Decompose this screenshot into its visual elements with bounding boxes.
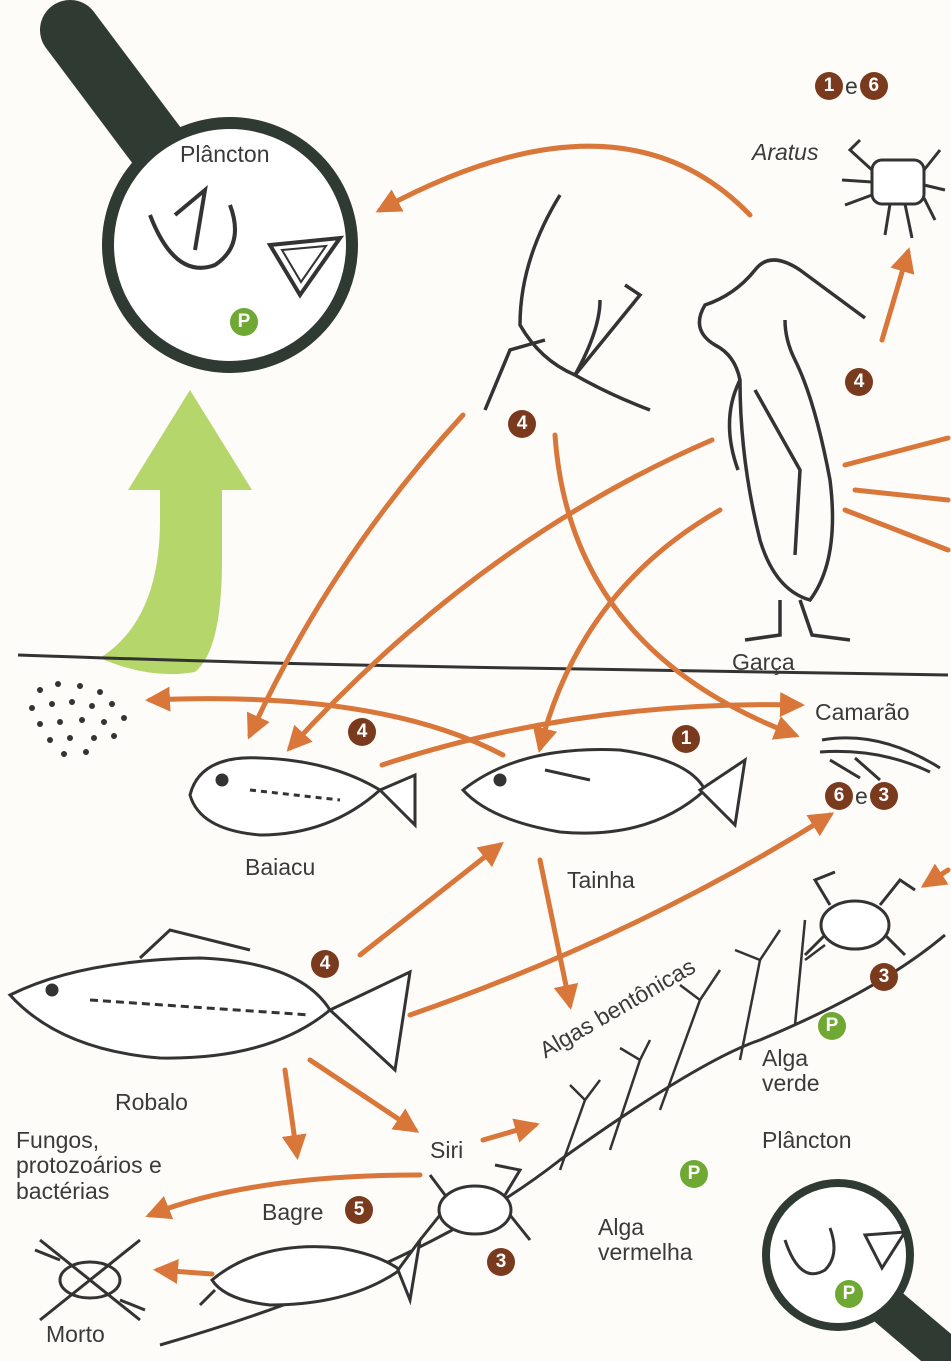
- morto-label: Morto: [46, 1322, 105, 1347]
- arrow-bird-to-camarao: [555, 435, 795, 735]
- producer-badge: P: [818, 1012, 846, 1040]
- magnifier-small-icon: [766, 1183, 945, 1355]
- arrow-bagre-to-morto: [158, 1270, 212, 1274]
- crab-right-badge: 3: [870, 963, 898, 991]
- tainha-fish-icon: [463, 750, 745, 834]
- arrow-garca-to-aratus: [882, 252, 908, 340]
- crab-right-icon: [805, 872, 915, 955]
- trophic-level-badge: 6: [860, 72, 888, 100]
- arrow-garca-to-plancton: [380, 146, 750, 215]
- robalo-label: Robalo: [115, 1090, 188, 1115]
- baiacu-badge: 4: [348, 718, 376, 746]
- tainha-badge: 1: [672, 725, 700, 753]
- alga-verde-label: Alga verde: [762, 1046, 852, 1097]
- baiacu-fish-icon: [190, 758, 415, 835]
- badge-joiner: e: [855, 783, 868, 810]
- robalo-fish-icon: [10, 930, 410, 1070]
- aratus-badge-pair: 1 e 6: [815, 72, 888, 100]
- producer-badge: P: [680, 1160, 708, 1188]
- light-green-arrow-icon: [100, 390, 252, 674]
- plancton-top-label: Plâncton: [180, 142, 270, 167]
- siri-crab-icon: [420, 1165, 530, 1240]
- arrow-robalo-to-tainha: [360, 845, 500, 955]
- arrow-garca-to-baiacu: [290, 440, 712, 748]
- producer-badge: P: [835, 1280, 863, 1308]
- trophic-level-badge: 1: [815, 72, 843, 100]
- garca-label: Garça: [732, 650, 795, 675]
- plancton-bottom-label: Plâncton: [762, 1128, 852, 1153]
- arrow-tainha-to-algas: [540, 860, 570, 1005]
- bird-badge: 4: [508, 410, 536, 438]
- camarao-label: Camarão: [815, 700, 910, 725]
- arrow-edge-crab: [925, 870, 948, 885]
- aratus-label: Aratus: [752, 140, 818, 165]
- trophic-level-badge: 6: [825, 782, 853, 810]
- arrow-robalo-to-bagre: [285, 1070, 297, 1155]
- arrow-robalo-to-camarao: [410, 815, 830, 1015]
- tainha-label: Tainha: [567, 868, 635, 893]
- alga-vermelha-label: Alga vermelha: [598, 1215, 728, 1266]
- baiacu-label: Baiacu: [245, 855, 315, 880]
- magnifier-icon: [70, 30, 352, 367]
- arrow-siri-to-alga: [483, 1125, 535, 1140]
- siri-badge: 3: [487, 1248, 515, 1276]
- bagre-label: Bagre: [262, 1200, 323, 1225]
- robalo-badge: 4: [311, 950, 339, 978]
- dead-organism-icon: [35, 1240, 145, 1320]
- arrow-robalo-to-siri: [310, 1060, 415, 1130]
- heron-icon: [699, 260, 865, 640]
- camarao-badge-pair: 6 e 3: [825, 782, 898, 810]
- arrow-garca-ray-2: [855, 490, 948, 500]
- decomposers-label: Fungos, protozoários e bactérias: [16, 1128, 186, 1204]
- bagre-badge: 5: [345, 1196, 373, 1224]
- bird-icon: [485, 195, 650, 410]
- garca-badge: 4: [845, 368, 873, 396]
- arrow-garca-ray-1: [845, 438, 948, 465]
- siri-label: Siri: [430, 1138, 463, 1163]
- arrow-garca-ray-3: [845, 510, 948, 550]
- aratus-crab-icon: [842, 140, 945, 238]
- bagre-fish-icon: [200, 1240, 420, 1305]
- badge-joiner: e: [845, 73, 858, 100]
- trophic-level-badge: 3: [870, 782, 898, 810]
- producer-badge: P: [230, 308, 258, 336]
- shrimp-icon: [820, 738, 940, 780]
- particles-icon: [29, 681, 127, 757]
- arrow-bird-to-baiacu: [250, 415, 463, 735]
